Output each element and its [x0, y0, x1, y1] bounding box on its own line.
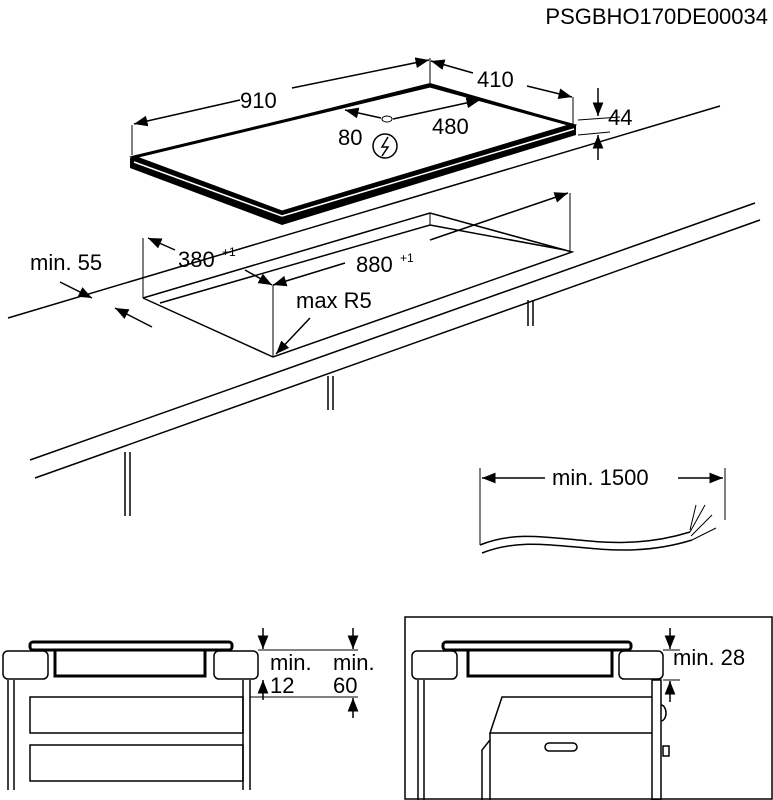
gap-label-1: min. [270, 650, 312, 675]
gap-value-1: 12 [270, 673, 294, 698]
gap-value-2: 60 [333, 673, 357, 698]
cutout-depth-tolerance: +1 [222, 245, 236, 259]
hob-width: 910 [240, 88, 277, 113]
cutout-width-tolerance: +1 [400, 251, 414, 265]
section-oven [404, 616, 773, 800]
cutout-outline [59, 192, 575, 358]
section-drawers [2, 628, 359, 790]
corner-radius: max R5 [296, 288, 372, 313]
gap-label-2: min. [333, 650, 375, 675]
cable [479, 468, 726, 554]
cable-length: min. 1500 [552, 465, 649, 490]
connection-offset-side: 80 [338, 125, 362, 150]
front-distance: min. 55 [30, 250, 102, 275]
hob-depth: 410 [477, 67, 514, 92]
electric-connection-icon [372, 133, 398, 159]
cutout-width: 880 [356, 252, 393, 277]
hob-height: 44 [608, 105, 632, 130]
oven-gap: min. 28 [673, 645, 745, 670]
hob [128, 57, 621, 225]
drawing-code: PSGBHO170DE00034 [545, 4, 768, 29]
cutout-depth: 380 [178, 247, 215, 272]
connection-offset-depth: 480 [432, 114, 469, 139]
